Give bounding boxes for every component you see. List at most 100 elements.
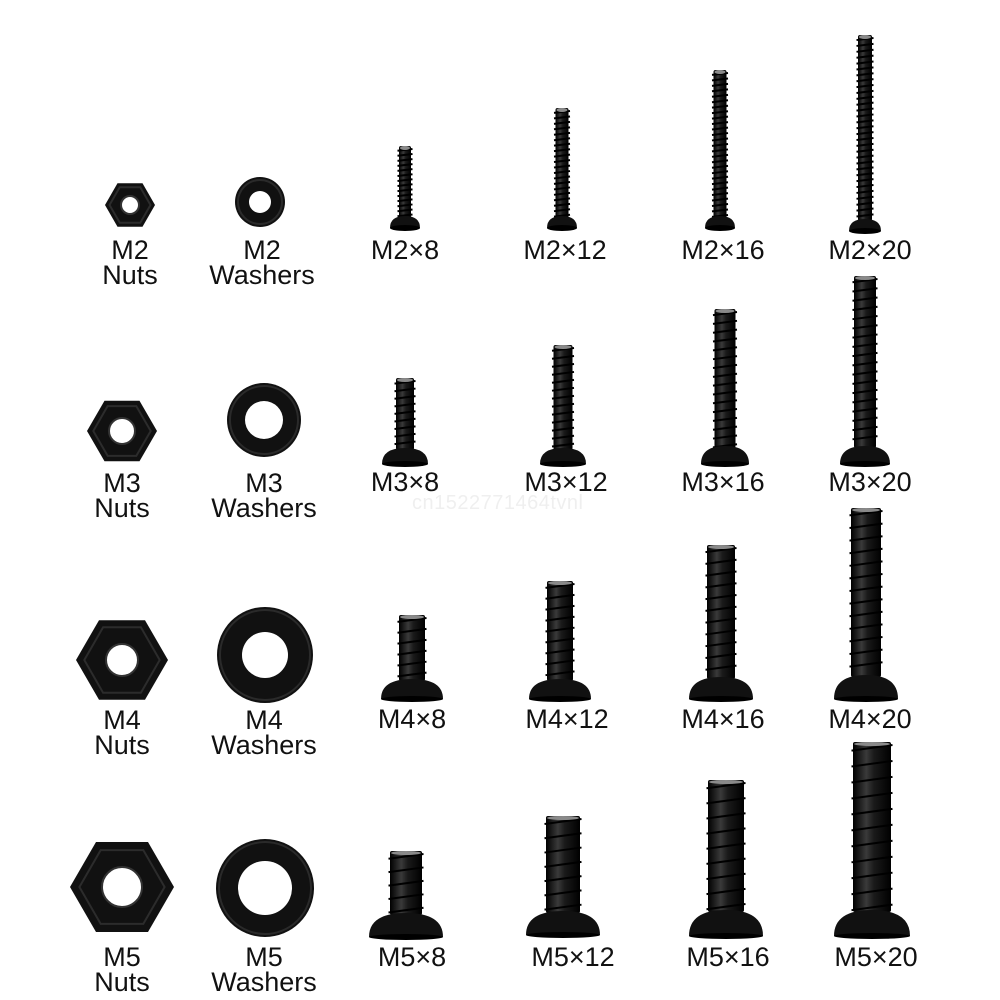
screw-thread xyxy=(711,104,729,109)
screw-thread xyxy=(856,101,874,106)
washer-edge xyxy=(218,841,312,935)
screw-thread xyxy=(712,390,738,396)
screw-thread xyxy=(851,839,893,848)
screw-thread xyxy=(711,181,729,186)
screw-thread xyxy=(711,99,729,104)
screw-thread xyxy=(712,425,738,431)
screw-thread xyxy=(712,372,738,378)
screw-thread xyxy=(856,72,874,77)
screw-thread xyxy=(851,744,893,752)
screw-head xyxy=(390,216,420,228)
screw-thread xyxy=(856,60,874,65)
nut-type-text: Nuts xyxy=(94,730,150,760)
screw-thread xyxy=(553,175,571,180)
screw-label: M3×20 xyxy=(828,467,912,497)
screw-thread xyxy=(397,168,413,172)
screw-thread xyxy=(711,175,729,180)
screw-thread xyxy=(849,598,883,605)
screw-thread xyxy=(711,208,729,213)
screw-thread xyxy=(553,159,571,164)
screw-thread xyxy=(544,860,582,868)
screw-thread xyxy=(706,782,746,790)
screw-thread xyxy=(551,402,575,408)
screw-thread xyxy=(856,160,874,165)
washer-label-m2: M2 Washers xyxy=(177,235,347,290)
nut-hole xyxy=(106,644,138,676)
screw-thread xyxy=(397,649,427,656)
screw-thread xyxy=(852,305,878,311)
screw-thread xyxy=(856,113,874,118)
screw-thread xyxy=(553,186,571,191)
screw-thread xyxy=(553,115,571,120)
screw-thread xyxy=(856,89,874,94)
screw-thread xyxy=(551,410,575,416)
screw-thread xyxy=(711,170,729,175)
screw-thread xyxy=(394,417,416,423)
screw-label: M2×8 xyxy=(370,235,440,265)
screw-thread xyxy=(705,582,737,589)
screw-thread xyxy=(852,324,878,330)
nut-hole xyxy=(109,418,135,444)
screw-thread xyxy=(856,95,874,100)
screw-thread xyxy=(849,560,883,567)
washer-size-text: M4 xyxy=(245,705,283,735)
screw-thread xyxy=(397,627,427,634)
washer-label-m3: M3 Washers xyxy=(179,470,349,522)
screw-thread xyxy=(856,172,874,177)
washer-type-text: Washers xyxy=(211,967,317,997)
nut-size-text: M3 xyxy=(103,468,141,498)
screw-thread xyxy=(711,159,729,164)
screw-thread xyxy=(705,558,737,565)
screw-label: M3×8 xyxy=(370,467,440,497)
screw-thread xyxy=(553,131,571,136)
screw-head-base xyxy=(701,461,749,467)
screw-thread xyxy=(851,775,893,784)
screw-head xyxy=(689,677,753,699)
screw-head xyxy=(369,913,443,937)
washer-size-text: M2 xyxy=(243,235,281,265)
screw-head xyxy=(705,216,735,228)
screw-thread xyxy=(397,617,427,623)
washer-size-text: M5 xyxy=(245,942,283,972)
washer-edge xyxy=(237,179,283,225)
nut-label-m5: M5 Nuts xyxy=(37,944,207,996)
screw-thread xyxy=(388,879,424,887)
screw-head-base xyxy=(849,228,881,234)
screw-thread xyxy=(712,311,738,317)
nut-label-m3: M3 Nuts xyxy=(37,468,207,522)
screw-thread xyxy=(851,903,893,912)
screw-tip xyxy=(708,545,734,549)
screw-label: M2×20 xyxy=(828,235,912,265)
nut-thread-edge xyxy=(120,195,140,215)
screw-thread xyxy=(705,629,737,636)
screw-thread xyxy=(711,164,729,169)
screw-thread xyxy=(711,137,729,142)
screw-thread xyxy=(711,203,729,207)
screw-tip xyxy=(852,508,880,512)
screw-head-base xyxy=(705,225,735,231)
screw-thread xyxy=(851,807,893,816)
screw-thread xyxy=(705,617,737,624)
nut-hole xyxy=(102,867,142,907)
screw-thread xyxy=(706,797,746,805)
screw-thread xyxy=(544,818,582,825)
screw-thread xyxy=(551,394,575,400)
screw-tip xyxy=(547,816,579,820)
screw-thread xyxy=(856,148,874,153)
screw-thread xyxy=(551,434,575,440)
screw-thread xyxy=(856,184,874,189)
washer-type-text: Washers xyxy=(209,260,315,290)
screw-thread xyxy=(849,585,883,593)
screw-thread xyxy=(856,37,874,42)
screw-tip xyxy=(548,581,572,585)
screw-thread xyxy=(553,148,571,153)
screw-head xyxy=(840,446,890,464)
screw-thread xyxy=(544,846,582,854)
screw-thread xyxy=(397,671,427,678)
screw-thread xyxy=(397,213,413,218)
nut-size-text: M2 xyxy=(111,235,149,265)
screw-thread xyxy=(849,623,883,630)
screw-head xyxy=(547,216,577,228)
screw-thread xyxy=(711,77,729,82)
screw-thread xyxy=(706,827,746,835)
